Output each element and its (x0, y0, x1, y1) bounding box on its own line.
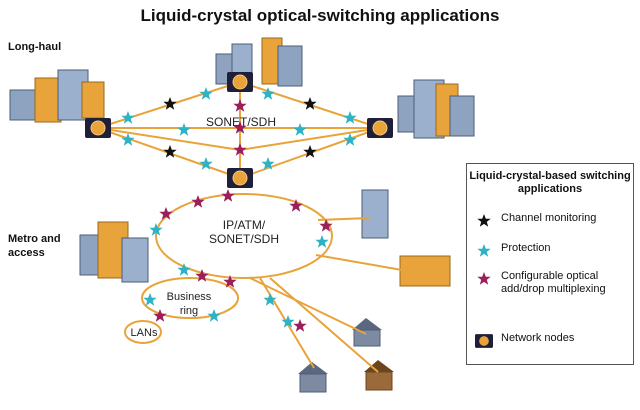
diagram-title: Liquid-crystal optical-switching applica… (140, 6, 500, 25)
network-node (84, 117, 112, 139)
building-cluster-longhaul-left (9, 69, 105, 123)
channel-monitoring-star (163, 97, 177, 110)
protection-star (343, 111, 357, 124)
network-node (226, 71, 254, 93)
protection-star (343, 133, 357, 146)
house-3 (364, 360, 394, 391)
network-label-business-ring: Business ring (166, 291, 212, 317)
legend-title: Liquid-crystal-based switching applicati… (469, 170, 631, 195)
channel-monitoring-star (303, 97, 317, 110)
teal-star-icon (477, 244, 491, 257)
protection-star (315, 235, 329, 248)
oadm-star (191, 195, 205, 208)
network-node (366, 117, 394, 139)
network-node-icon (475, 334, 493, 348)
protection-star (293, 123, 307, 136)
legend-label: Network nodes (501, 332, 575, 344)
protection-star (121, 133, 135, 146)
legend-label: Channel monitoring (501, 212, 597, 224)
protection-star (177, 123, 191, 136)
legend-label: Configurable optical add/drop multiplexi… (501, 270, 606, 295)
building-cluster-longhaul-right (397, 79, 475, 139)
buildings (9, 37, 475, 393)
oadm-star (159, 207, 173, 220)
building-cluster-metro (79, 221, 149, 283)
protection-star (199, 87, 213, 100)
magenta-star-icon (477, 272, 491, 285)
region-label-long-haul: Long-haul (8, 41, 62, 53)
network-node (226, 167, 254, 189)
network-label-sonet-sdh: SONET/SDH (205, 115, 276, 129)
legend-label: Protection (501, 242, 551, 254)
black-star-icon (477, 214, 491, 227)
network-label-ip-atm: IP/ATM/ SONET/SDH (208, 218, 279, 246)
network-label-lans: LANs (130, 327, 158, 339)
protection-star (121, 111, 135, 124)
building-metro-tower (361, 189, 389, 239)
legend: Liquid-crystal-based switching applicati… (466, 163, 634, 365)
region-label-metro: Metro and access (8, 233, 61, 259)
oadm-star (293, 319, 307, 332)
channel-monitoring-star (303, 145, 317, 158)
oadm-star (221, 189, 235, 202)
house-1 (352, 318, 382, 347)
building-metro-block (399, 255, 451, 287)
